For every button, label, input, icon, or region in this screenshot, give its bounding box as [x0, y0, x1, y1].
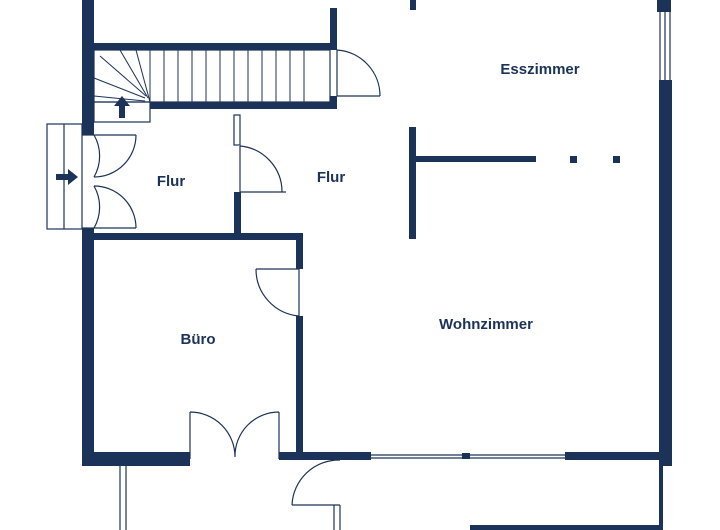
wall-office-right	[296, 316, 303, 459]
staircase	[93, 49, 331, 123]
wall-stair-bottom	[150, 102, 337, 109]
entrance-arrow-icon	[56, 169, 78, 185]
wall-bottom-floor	[470, 525, 663, 530]
wall-terrace-right	[659, 460, 663, 530]
door-flur	[239, 145, 286, 193]
room-label-buero: Büro	[181, 331, 216, 348]
room-label-wohnzimmer: Wohnzimmer	[439, 316, 533, 333]
wall-top-right-stub	[657, 0, 671, 12]
door-entrance	[93, 134, 136, 229]
doors	[93, 49, 381, 506]
wall-stair-post	[330, 8, 337, 50]
wall-stair-right	[330, 96, 337, 109]
wall-dining-vertical	[409, 127, 416, 239]
wall-bottom-left	[82, 452, 190, 466]
wall-office-top-post	[296, 233, 303, 269]
room-label-esszimmer: Esszimmer	[500, 61, 579, 78]
wall-flur-partition	[234, 192, 241, 234]
wall-stair-top	[94, 43, 336, 50]
wall-dot-2	[613, 156, 620, 163]
room-label-flur-2: Flur	[317, 169, 345, 186]
wall-left-upper	[82, 0, 94, 135]
wall-office-top	[94, 233, 303, 240]
walls	[82, 0, 672, 530]
door-stair	[336, 49, 381, 97]
room-labels: Esszimmer Flur Flur Büro Wohnzimmer	[157, 61, 580, 348]
wall-bottom-mid	[279, 452, 371, 460]
room-label-flur-1: Flur	[157, 173, 185, 190]
door-office-terrace	[189, 411, 280, 459]
stair-up-arrow-icon	[114, 96, 130, 118]
wall-left-lower	[82, 228, 94, 466]
door-office	[255, 268, 300, 317]
wall-right	[659, 80, 672, 466]
door-living-terrace	[291, 459, 341, 506]
wall-top-stub	[410, 0, 416, 10]
wall-dining-horizontal	[416, 156, 536, 162]
wall-bottom-right	[565, 452, 672, 460]
wall-dot-1	[570, 156, 577, 163]
